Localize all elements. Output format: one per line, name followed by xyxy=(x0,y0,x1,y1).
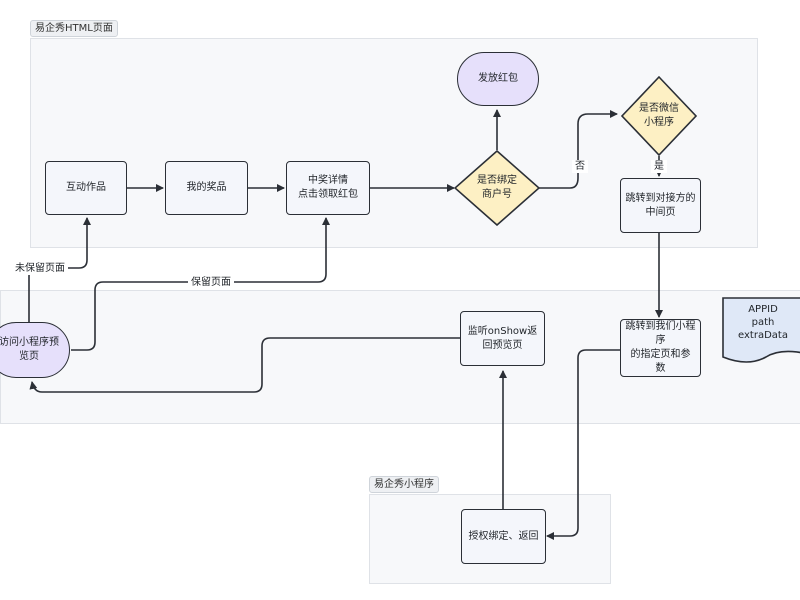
edge-label-page-kept: 保留页面 xyxy=(188,276,234,289)
document-line-path: path xyxy=(751,317,775,328)
node-visit-mp-preview[interactable]: 访问小程序预 览页 xyxy=(0,322,70,378)
node-listen-onshow[interactable]: 监听onShow返 回预览页 xyxy=(460,311,545,366)
mini-program-zone-label: 易企秀小程序 xyxy=(369,476,439,493)
edge-preview-to-detail xyxy=(71,217,330,351)
node-issue-red-packet[interactable]: 发放红包 xyxy=(457,52,539,106)
document-params: APPID path extraData xyxy=(722,303,800,342)
edge-ourmp-to-auth xyxy=(546,349,620,540)
edge-label-yes: 是 xyxy=(651,160,667,173)
node-my-prize[interactable]: 我的奖品 xyxy=(165,161,248,215)
document-line-extradata: extraData xyxy=(738,330,788,341)
node-jump-our-mp[interactable]: 跳转到我们小程序 的指定页和参 数 xyxy=(620,319,701,377)
node-interactive-work[interactable]: 互动作品 xyxy=(45,161,127,215)
edge-merchant-to-wechat xyxy=(539,110,618,189)
node-authorize-bind[interactable]: 授权绑定、返回 xyxy=(461,509,546,564)
edge-listen-to-preview xyxy=(29,337,460,393)
html-page-zone-label: 易企秀HTML页面 xyxy=(30,20,118,37)
document-line-appid: APPID xyxy=(748,304,778,315)
node-prize-detail[interactable]: 中奖详情 点击领取红包 xyxy=(286,161,370,215)
node-is-wechat-mp-shape[interactable] xyxy=(621,76,697,156)
node-bound-merchant-shape[interactable] xyxy=(454,150,540,226)
edge-label-no: 否 xyxy=(572,160,588,173)
node-jump-partner-page[interactable]: 跳转到对接方的 中间页 xyxy=(620,178,701,233)
edge-label-page-not-kept: 未保留页面 xyxy=(12,262,68,275)
document-params-shape xyxy=(722,297,800,363)
